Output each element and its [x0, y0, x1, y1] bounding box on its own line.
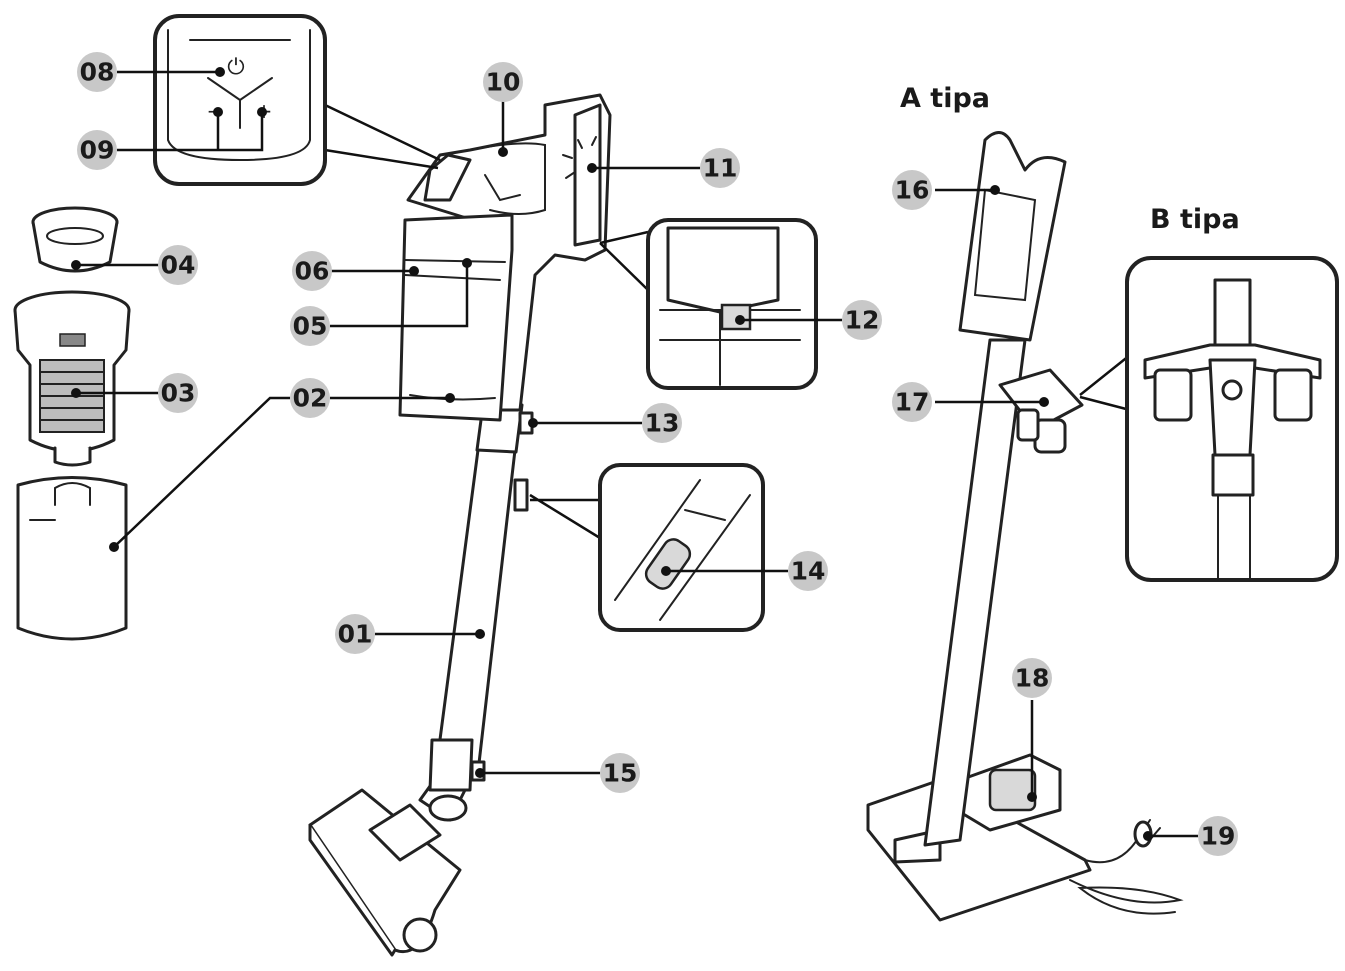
power-symbol: ⏻ [227, 55, 244, 80]
callout-08: 08 [77, 52, 117, 92]
callout-04: 04 [158, 245, 198, 285]
callout-01: 01 [335, 614, 375, 654]
type-b-label: B tipa [1150, 204, 1240, 235]
callout-15: 15 [600, 753, 640, 793]
callout-16: 16 [892, 170, 932, 210]
callout-06: 06 [292, 251, 332, 291]
callout-10: 10 [483, 62, 523, 102]
svg-text:15: 15 [603, 759, 638, 788]
cyclone-filter-part [13, 290, 131, 467]
svg-text:09: 09 [80, 136, 115, 165]
control-panel-zoom: ⏻ − + [153, 14, 441, 186]
release-button-zoom [599, 218, 818, 390]
svg-text:04: 04 [161, 251, 196, 280]
type-b-holder-zoom [1079, 256, 1339, 582]
callout-18: 18 [1012, 658, 1052, 698]
svg-text:12: 12 [845, 306, 880, 335]
callout-11: 11 [700, 148, 740, 188]
charging-stand [866, 131, 1184, 922]
svg-text:17: 17 [895, 388, 930, 417]
svg-text:08: 08 [80, 58, 115, 87]
svg-text:19: 19 [1201, 822, 1236, 851]
svg-text:06: 06 [295, 257, 330, 286]
svg-text:13: 13 [645, 409, 680, 438]
callout-14: 14 [788, 551, 828, 591]
callout-12: 12 [842, 300, 882, 340]
svg-text:14: 14 [791, 557, 826, 586]
callout-05: 05 [290, 306, 330, 346]
type-a-label: A tipa [900, 83, 990, 114]
dustbin-part [16, 476, 128, 641]
tube-button-zoom [529, 463, 765, 632]
svg-text:18: 18 [1015, 664, 1050, 693]
callout-19: 19 [1198, 816, 1238, 856]
callout-09: 09 [77, 130, 117, 170]
filter-cap-part [31, 206, 119, 273]
svg-text:11: 11 [703, 154, 738, 183]
callout-02: 02 [290, 378, 330, 418]
svg-text:16: 16 [895, 176, 930, 205]
leader-lines [71, 67, 1198, 841]
svg-text:03: 03 [161, 379, 196, 408]
callout-13: 13 [642, 403, 682, 443]
svg-text:02: 02 [293, 384, 328, 413]
svg-text:10: 10 [486, 68, 521, 97]
stick-vacuum [308, 93, 612, 957]
svg-text:05: 05 [293, 312, 328, 341]
callout-17: 17 [892, 382, 932, 422]
callout-03: 03 [158, 373, 198, 413]
svg-text:01: 01 [338, 620, 373, 649]
